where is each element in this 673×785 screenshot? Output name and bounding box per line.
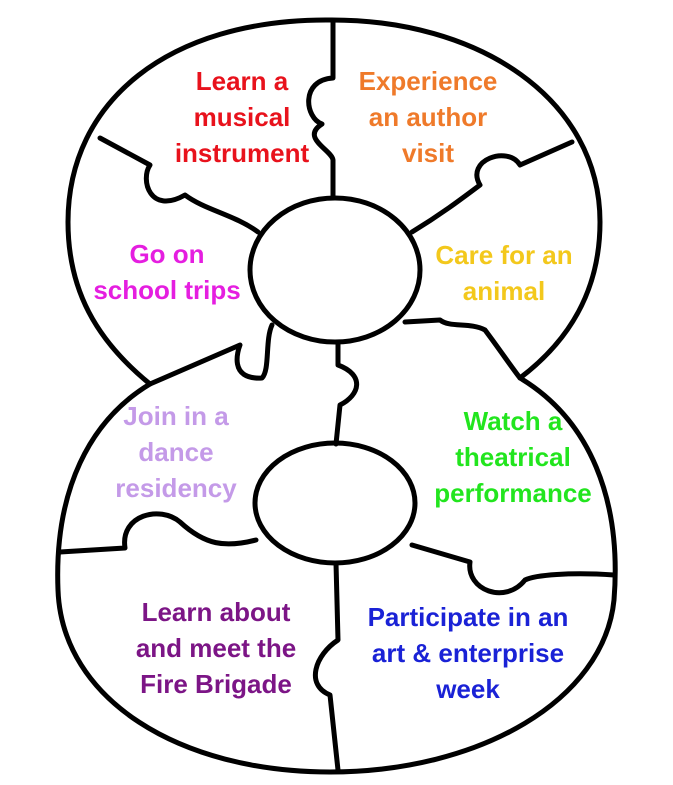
eight-upper-hole xyxy=(247,195,423,345)
seam-lower-left xyxy=(57,511,259,555)
seam-middle-right xyxy=(402,317,523,381)
piece-label-art-enterprise: Participate in an art & enterprise week xyxy=(367,602,569,704)
seam-top-vertical xyxy=(306,19,336,201)
eight-lower-hole xyxy=(252,440,418,566)
seam-upper-left xyxy=(97,135,261,235)
seam-upper-right xyxy=(409,139,575,235)
eight-outer-outline xyxy=(55,17,618,775)
seam-bottom-vertical xyxy=(312,560,341,773)
seam-lower-right xyxy=(409,542,617,596)
seam-middle-vertical xyxy=(333,339,360,447)
piece-label-school-trips: Go on school trips xyxy=(93,239,241,305)
piece-label-fire-brigade: Learn about and meet the Fire Brigade xyxy=(135,597,297,699)
piece-label-musical-instrument: Learn a musical instrument xyxy=(174,66,310,168)
piece-label-theatrical-performance: Watch a theatrical performance xyxy=(434,406,592,508)
piece-label-dance-residency: Join in a dance residency xyxy=(115,401,237,503)
seam-middle-left xyxy=(147,322,275,387)
piece-label-care-animal: Care for an animal xyxy=(435,240,573,306)
piece-label-author-visit: Experience an author visit xyxy=(358,66,498,168)
